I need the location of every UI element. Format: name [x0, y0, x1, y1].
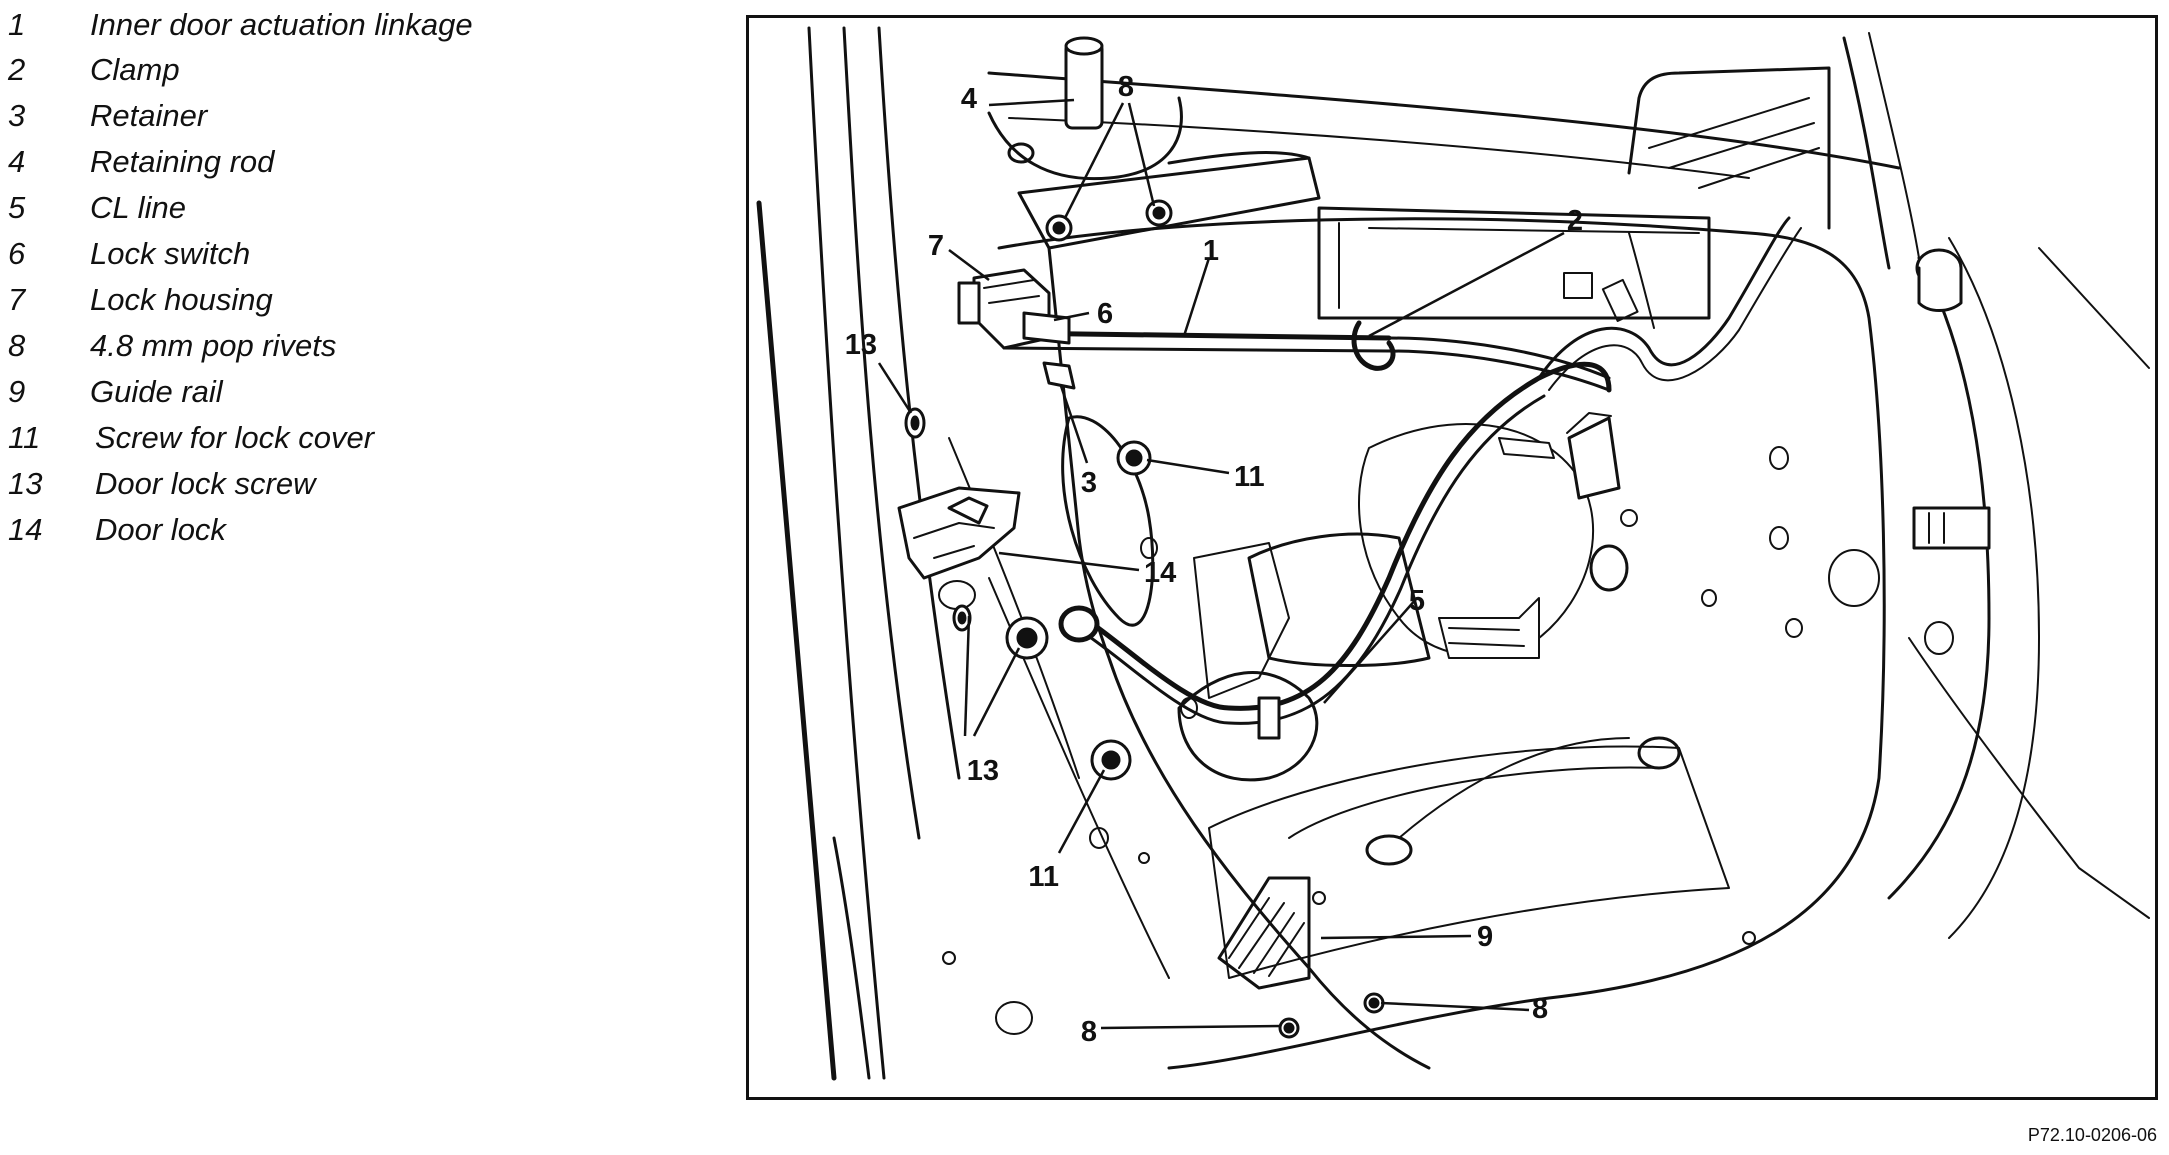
callout-14: 14: [1144, 557, 1176, 589]
legend-item: 1 Inner door actuation linkage: [0, 5, 740, 45]
callout-1: 1: [1203, 235, 1219, 267]
legend-number: 2: [8, 52, 26, 87]
legend-item: 2 Clamp: [0, 50, 740, 90]
legend-label: Retaining rod: [90, 144, 275, 179]
callout-13-upper: 13: [845, 329, 877, 361]
legend-label: 4.8 mm pop rivets: [90, 328, 337, 363]
callout-8-bottom: 8: [1081, 1016, 1097, 1048]
legend-item: 9 Guide rail: [0, 372, 740, 412]
legend-item: 4 Retaining rod: [0, 142, 740, 182]
leader-lines: [877, 98, 1565, 1030]
legend-label: Door lock screw: [95, 466, 316, 501]
legend-label: Door lock: [95, 512, 226, 547]
door-linework: [756, 26, 2150, 1081]
legend-item: 6 Lock switch: [0, 234, 740, 274]
callout-6: 6: [1097, 298, 1113, 330]
door-lock-diagram: 4 8 7 6 1 2 3 13 11 14 5 13 11 9 8 8: [746, 15, 2158, 1100]
legend-label: Screw for lock cover: [95, 420, 375, 455]
callout-13-lower: 13: [967, 755, 999, 787]
legend-label: Clamp: [90, 52, 180, 87]
legend-label: Inner door actuation linkage: [90, 7, 473, 42]
legend-item: 11 Screw for lock cover: [0, 418, 740, 458]
legend-label: Guide rail: [90, 374, 223, 409]
legend-label: Lock housing: [90, 282, 273, 317]
callout-4: 4: [961, 83, 977, 115]
callout-11-upper: 11: [1234, 461, 1265, 493]
callout-11-lower: 11: [1028, 861, 1059, 893]
callout-8-top: 8: [1118, 71, 1134, 103]
callout-7: 7: [928, 230, 944, 262]
legend-number: 13: [8, 466, 43, 501]
legend-number: 3: [8, 98, 26, 133]
callout-labels: 4 8 7 6 1 2 3 13 11 14 5 13 11 9 8 8: [845, 71, 1583, 1048]
legend-number: 14: [8, 512, 43, 547]
legend-item: 7 Lock housing: [0, 280, 740, 320]
legend-number: 7: [8, 282, 26, 317]
legend-number: 4: [8, 144, 26, 179]
legend-number: 8: [8, 328, 26, 363]
fasteners: [904, 199, 1385, 1039]
legend-label: CL line: [90, 190, 186, 225]
legend-number: 11: [8, 420, 41, 455]
legend-item: 8 4.8 mm pop rivets: [0, 326, 740, 366]
legend-number: 9: [8, 374, 26, 409]
legend-label: Retainer: [90, 98, 208, 133]
door-drawing: 4 8 7 6 1 2 3 13 11 14 5 13 11 9 8 8: [756, 26, 2150, 1081]
legend-label: Lock switch: [90, 236, 251, 271]
callout-2: 2: [1567, 205, 1583, 237]
callout-8-right: 8: [1532, 993, 1548, 1025]
legend-item: 3 Retainer: [0, 96, 740, 136]
callout-9: 9: [1477, 921, 1493, 953]
legend-item: 13 Door lock screw: [0, 464, 740, 504]
legend-number: 5: [8, 190, 26, 225]
legend-item: 5 CL line: [0, 188, 740, 228]
legend-number: 6: [8, 236, 26, 271]
figure-reference: P72.10-0206-06: [2027, 1125, 2157, 1145]
legend-number: 1: [8, 7, 26, 42]
callout-3: 3: [1081, 467, 1097, 499]
legend-item: 14 Door lock: [0, 510, 740, 550]
callout-5: 5: [1409, 585, 1425, 617]
